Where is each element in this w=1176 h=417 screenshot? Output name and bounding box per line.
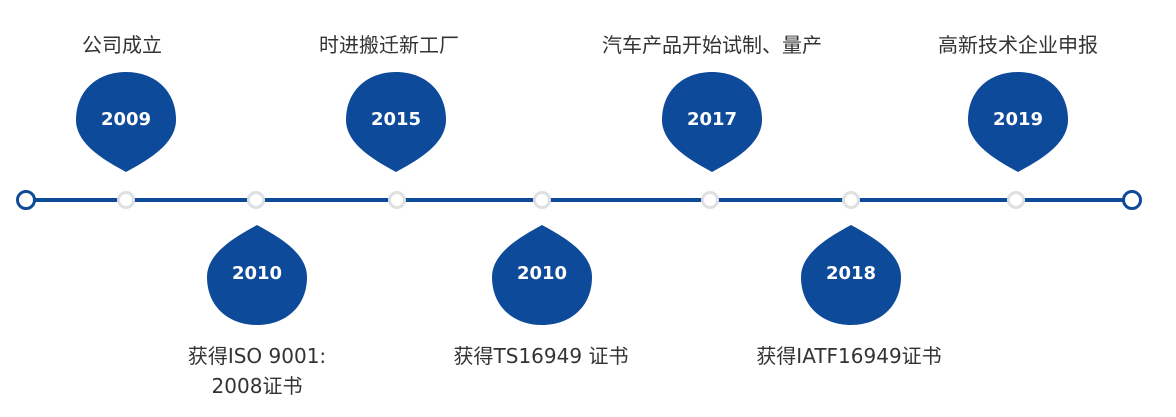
timeline-end-cap xyxy=(1122,190,1142,210)
timeline-start-cap xyxy=(16,190,36,210)
year-drop-2015: 2015 xyxy=(346,72,446,172)
year-drop-2009: 2009 xyxy=(76,72,176,172)
timeline-dot xyxy=(701,191,719,209)
year-label: 2015 xyxy=(370,109,422,130)
timeline-dot xyxy=(247,191,265,209)
year-drop-2018: 2018 xyxy=(801,225,901,325)
year-label: 2009 xyxy=(100,109,152,130)
timeline-dot xyxy=(533,191,551,209)
event-label-2019: 高新技术企业申报 xyxy=(938,33,1098,57)
year-label: 2018 xyxy=(825,263,877,284)
event-label-2010-ts: 获得TS16949 证书 xyxy=(453,344,629,368)
event-label-2010-iso: 获得ISO 9001: 2008证书 xyxy=(187,344,327,398)
timeline-dot xyxy=(117,191,135,209)
timeline-dot xyxy=(842,191,860,209)
year-label: 2017 xyxy=(686,109,738,130)
event-label-2017: 汽车产品开始试制、量产 xyxy=(602,33,822,57)
year-drop-2017: 2017 xyxy=(662,72,762,172)
event-label-2015: 时进搬迁新工厂 xyxy=(319,33,459,57)
year-label: 2010 xyxy=(231,263,283,284)
year-drop-2010-ts: 2010 xyxy=(492,225,592,325)
year-drop-2010-iso: 2010 xyxy=(207,225,307,325)
timeline-dot xyxy=(388,191,406,209)
event-label-2009: 公司成立 xyxy=(82,33,162,57)
year-drop-2019: 2019 xyxy=(968,72,1068,172)
timeline-dot xyxy=(1007,191,1025,209)
event-label-2018: 获得IATF16949证书 xyxy=(756,344,942,368)
timeline-line xyxy=(26,198,1132,202)
year-label: 2019 xyxy=(992,109,1044,130)
year-label: 2010 xyxy=(516,263,568,284)
